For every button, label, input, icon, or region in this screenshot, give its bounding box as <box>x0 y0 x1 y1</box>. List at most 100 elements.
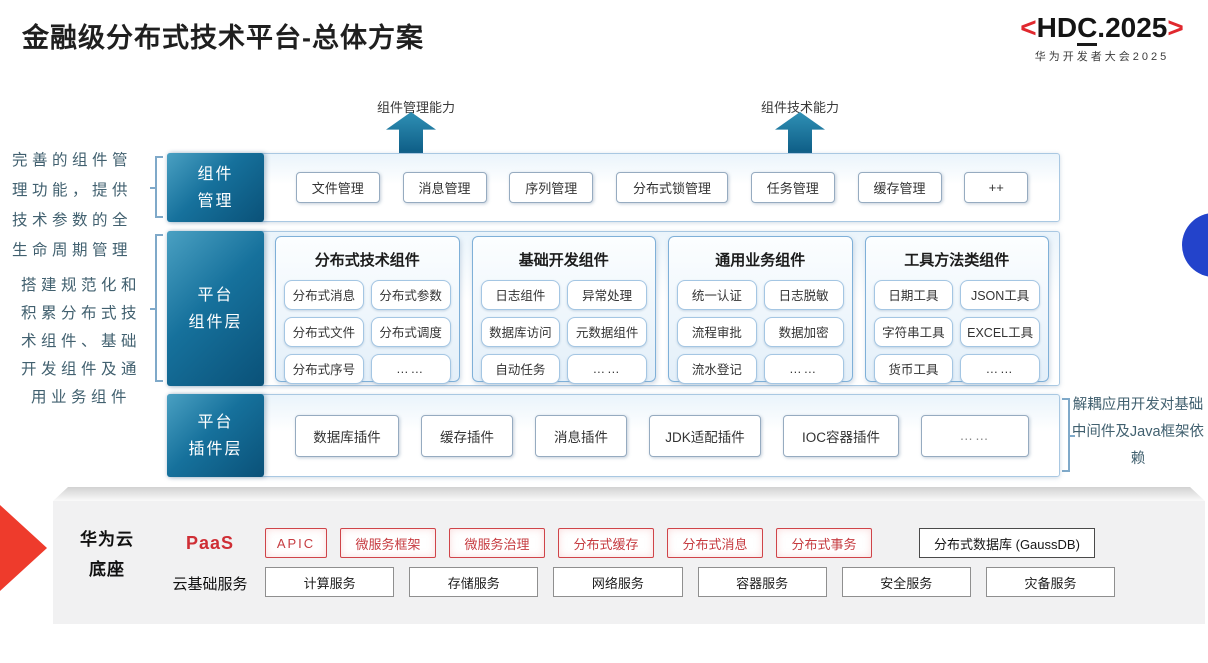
layer-label-line: 插件层 <box>188 440 243 458</box>
component-item-more: …… <box>370 353 451 384</box>
foundation-name-line: 底座 <box>89 560 125 579</box>
hdc-2025-logo: <HDC.2025> 华为开发者大会2025 <box>1002 12 1202 64</box>
component-item: 数据加密 <box>763 316 844 347</box>
cloud-service: 存储服务 <box>409 567 539 597</box>
bracket-left-row2 <box>150 234 163 382</box>
mgmt-item-more: ++ <box>964 172 1029 203</box>
foundation-name-line: 华为云 <box>80 530 134 549</box>
component-group-distributed: 分布式技术组件 分布式消息 分布式参数 分布式文件 分布式调度 分布式序号 …… <box>275 235 460 384</box>
plugin-item: JDK适配插件 <box>649 414 761 457</box>
note-left-top: 完善的组件管理功能，提供技术参数的全生命周期管理 <box>12 152 133 259</box>
component-group-header: 基础开发组件 <box>518 251 609 269</box>
component-group-basic-dev: 基础开发组件 日志组件 异常处理 数据库访问 元数据组件 自动任务 …… <box>471 235 656 384</box>
logo-bracket-right: > <box>1167 12 1184 43</box>
component-item-more: …… <box>567 353 647 384</box>
layer-body-component-mgmt: 文件管理 消息管理 序列管理 分布式锁管理 任务管理 缓存管理 ++ <box>265 154 1059 221</box>
mgmt-item: 文件管理 <box>295 172 380 203</box>
logo-text-pre: HD <box>1036 12 1078 43</box>
plugin-item: 数据库插件 <box>295 414 399 457</box>
arrow-label-mgmt-capability: 组件管理能力 <box>376 100 456 115</box>
component-group-general-business: 通用业务组件 统一认证 日志脱敏 流程审批 数据加密 流水登记 …… <box>668 235 853 384</box>
paas-service: 分布式消息 <box>667 528 763 558</box>
paas-service: 微服务治理 <box>449 528 545 558</box>
component-group-grid: 分布式消息 分布式参数 分布式文件 分布式调度 分布式序号 …… <box>276 279 459 384</box>
cloud-service: 安全服务 <box>841 567 971 597</box>
foundation-name: 华为云 底座 <box>69 525 145 585</box>
layer-label-platform-plugins: 平台 插件层 <box>167 394 264 477</box>
component-item: EXCEL工具 <box>960 316 1040 347</box>
paas-service: 分布式缓存 <box>558 528 654 558</box>
paas-service: APIC <box>265 528 327 558</box>
component-item: JSON工具 <box>960 279 1040 310</box>
logo-bracket-left: < <box>1020 12 1037 43</box>
hdc-logo-subtitle: 华为开发者大会2025 <box>1034 51 1170 63</box>
mgmt-item: 缓存管理 <box>857 172 942 203</box>
component-item: 日志组件 <box>480 279 561 310</box>
mgmt-item: 序列管理 <box>509 172 594 203</box>
component-item: 元数据组件 <box>567 316 647 347</box>
plugin-item: 缓存插件 <box>421 414 513 457</box>
layer-platform-components: 平台 组件层 分布式技术组件 分布式消息 分布式参数 分布式文件 分布式调度 分… <box>167 231 1060 386</box>
layer-label-line: 管理 <box>197 192 234 210</box>
plugin-item: 消息插件 <box>535 414 627 457</box>
component-item: 分布式消息 <box>284 279 364 310</box>
component-item-more: …… <box>763 353 844 384</box>
logo-text-c: C <box>1077 12 1098 46</box>
layer-label-line: 组件层 <box>188 313 243 331</box>
component-item: 自动任务 <box>480 353 561 384</box>
paas-services-row: APIC 微服务框架 微服务治理 分布式缓存 分布式消息 分布式事务 分布式数据… <box>265 528 1095 558</box>
component-group-grid: 统一认证 日志脱敏 流程审批 数据加密 流水登记 …… <box>669 279 852 384</box>
layer-label-line: 组件 <box>197 165 234 183</box>
layer-platform-plugins: 平台 插件层 数据库插件 缓存插件 消息插件 JDK适配插件 IOC容器插件 …… <box>167 394 1060 477</box>
hdc-logo-wordmark: <HDC.2025> <box>1002 12 1202 46</box>
paas-service-gaussdb: 分布式数据库 (GaussDB) <box>919 528 1095 558</box>
mgmt-item: 分布式锁管理 <box>616 172 728 203</box>
logo-text-post: .2025 <box>1097 12 1168 43</box>
component-item: 日期工具 <box>873 279 954 310</box>
cloud-service: 容器服务 <box>697 567 827 597</box>
red-arrow-icon <box>0 505 47 591</box>
paas-label: PaaS <box>185 533 235 553</box>
cloud-basic-services-row: 计算服务 存储服务 网络服务 容器服务 安全服务 灾备服务 <box>265 567 1116 597</box>
up-arrow-icon <box>386 112 436 154</box>
blue-circle-decoration-icon <box>1182 213 1208 277</box>
component-group-utility: 工具方法类组件 日期工具 JSON工具 字符串工具 EXCEL工具 货币工具 …… <box>864 235 1049 384</box>
cloud-basic-services-label: 云基础服务 <box>172 576 248 593</box>
component-item-more: …… <box>960 353 1040 384</box>
mgmt-item: 任务管理 <box>750 172 835 203</box>
cloud-service: 灾备服务 <box>985 567 1116 597</box>
component-item: 分布式序号 <box>284 353 364 384</box>
plugin-item: IOC容器插件 <box>783 414 899 457</box>
huawei-cloud-foundation: 华为云 底座 PaaS APIC 微服务框架 微服务治理 分布式缓存 分布式消息… <box>53 501 1205 624</box>
layer-label-line: 平台 <box>197 413 234 431</box>
page-title: 金融级分布式技术平台-总体方案 <box>22 23 424 53</box>
component-item: 分布式文件 <box>284 316 364 347</box>
component-group-header: 工具方法类组件 <box>904 251 1010 269</box>
component-group-header: 通用业务组件 <box>715 251 806 269</box>
component-item: 货币工具 <box>873 353 954 384</box>
layer-body-platform-components: 分布式技术组件 分布式消息 分布式参数 分布式文件 分布式调度 分布式序号 ……… <box>265 232 1059 385</box>
bracket-left-row1 <box>150 156 163 218</box>
cloud-service: 网络服务 <box>553 567 683 597</box>
layer-component-mgmt: 组件 管理 文件管理 消息管理 序列管理 分布式锁管理 任务管理 缓存管理 ++ <box>167 153 1060 222</box>
component-item: 分布式调度 <box>370 316 451 347</box>
component-item: 日志脱敏 <box>763 279 844 310</box>
component-item: 异常处理 <box>567 279 647 310</box>
note-left-bottom: 搭建规范化和积累分布式技术组件、基础开发组件及通用业务组件 <box>20 277 141 406</box>
component-item: 统一认证 <box>677 279 757 310</box>
layer-body-platform-plugins: 数据库插件 缓存插件 消息插件 JDK适配插件 IOC容器插件 …… <box>265 395 1059 476</box>
component-group-header: 分布式技术组件 <box>314 251 420 269</box>
paas-service: 微服务框架 <box>340 528 436 558</box>
component-item: 数据库访问 <box>480 316 561 347</box>
arrow-label-tech-capability: 组件技术能力 <box>760 100 840 115</box>
cloud-service: 计算服务 <box>265 567 395 597</box>
layer-label-platform-components: 平台 组件层 <box>167 231 264 386</box>
up-arrow-icon <box>775 112 825 154</box>
paas-service: 分布式事务 <box>776 528 872 558</box>
layer-label-component-mgmt: 组件 管理 <box>167 153 264 222</box>
plugin-item-more: …… <box>921 414 1029 457</box>
component-group-grid: 日志组件 异常处理 数据库访问 元数据组件 自动任务 …… <box>473 279 656 384</box>
component-group-grid: 日期工具 JSON工具 字符串工具 EXCEL工具 货币工具 …… <box>866 279 1049 384</box>
component-item: 流程审批 <box>677 316 757 347</box>
